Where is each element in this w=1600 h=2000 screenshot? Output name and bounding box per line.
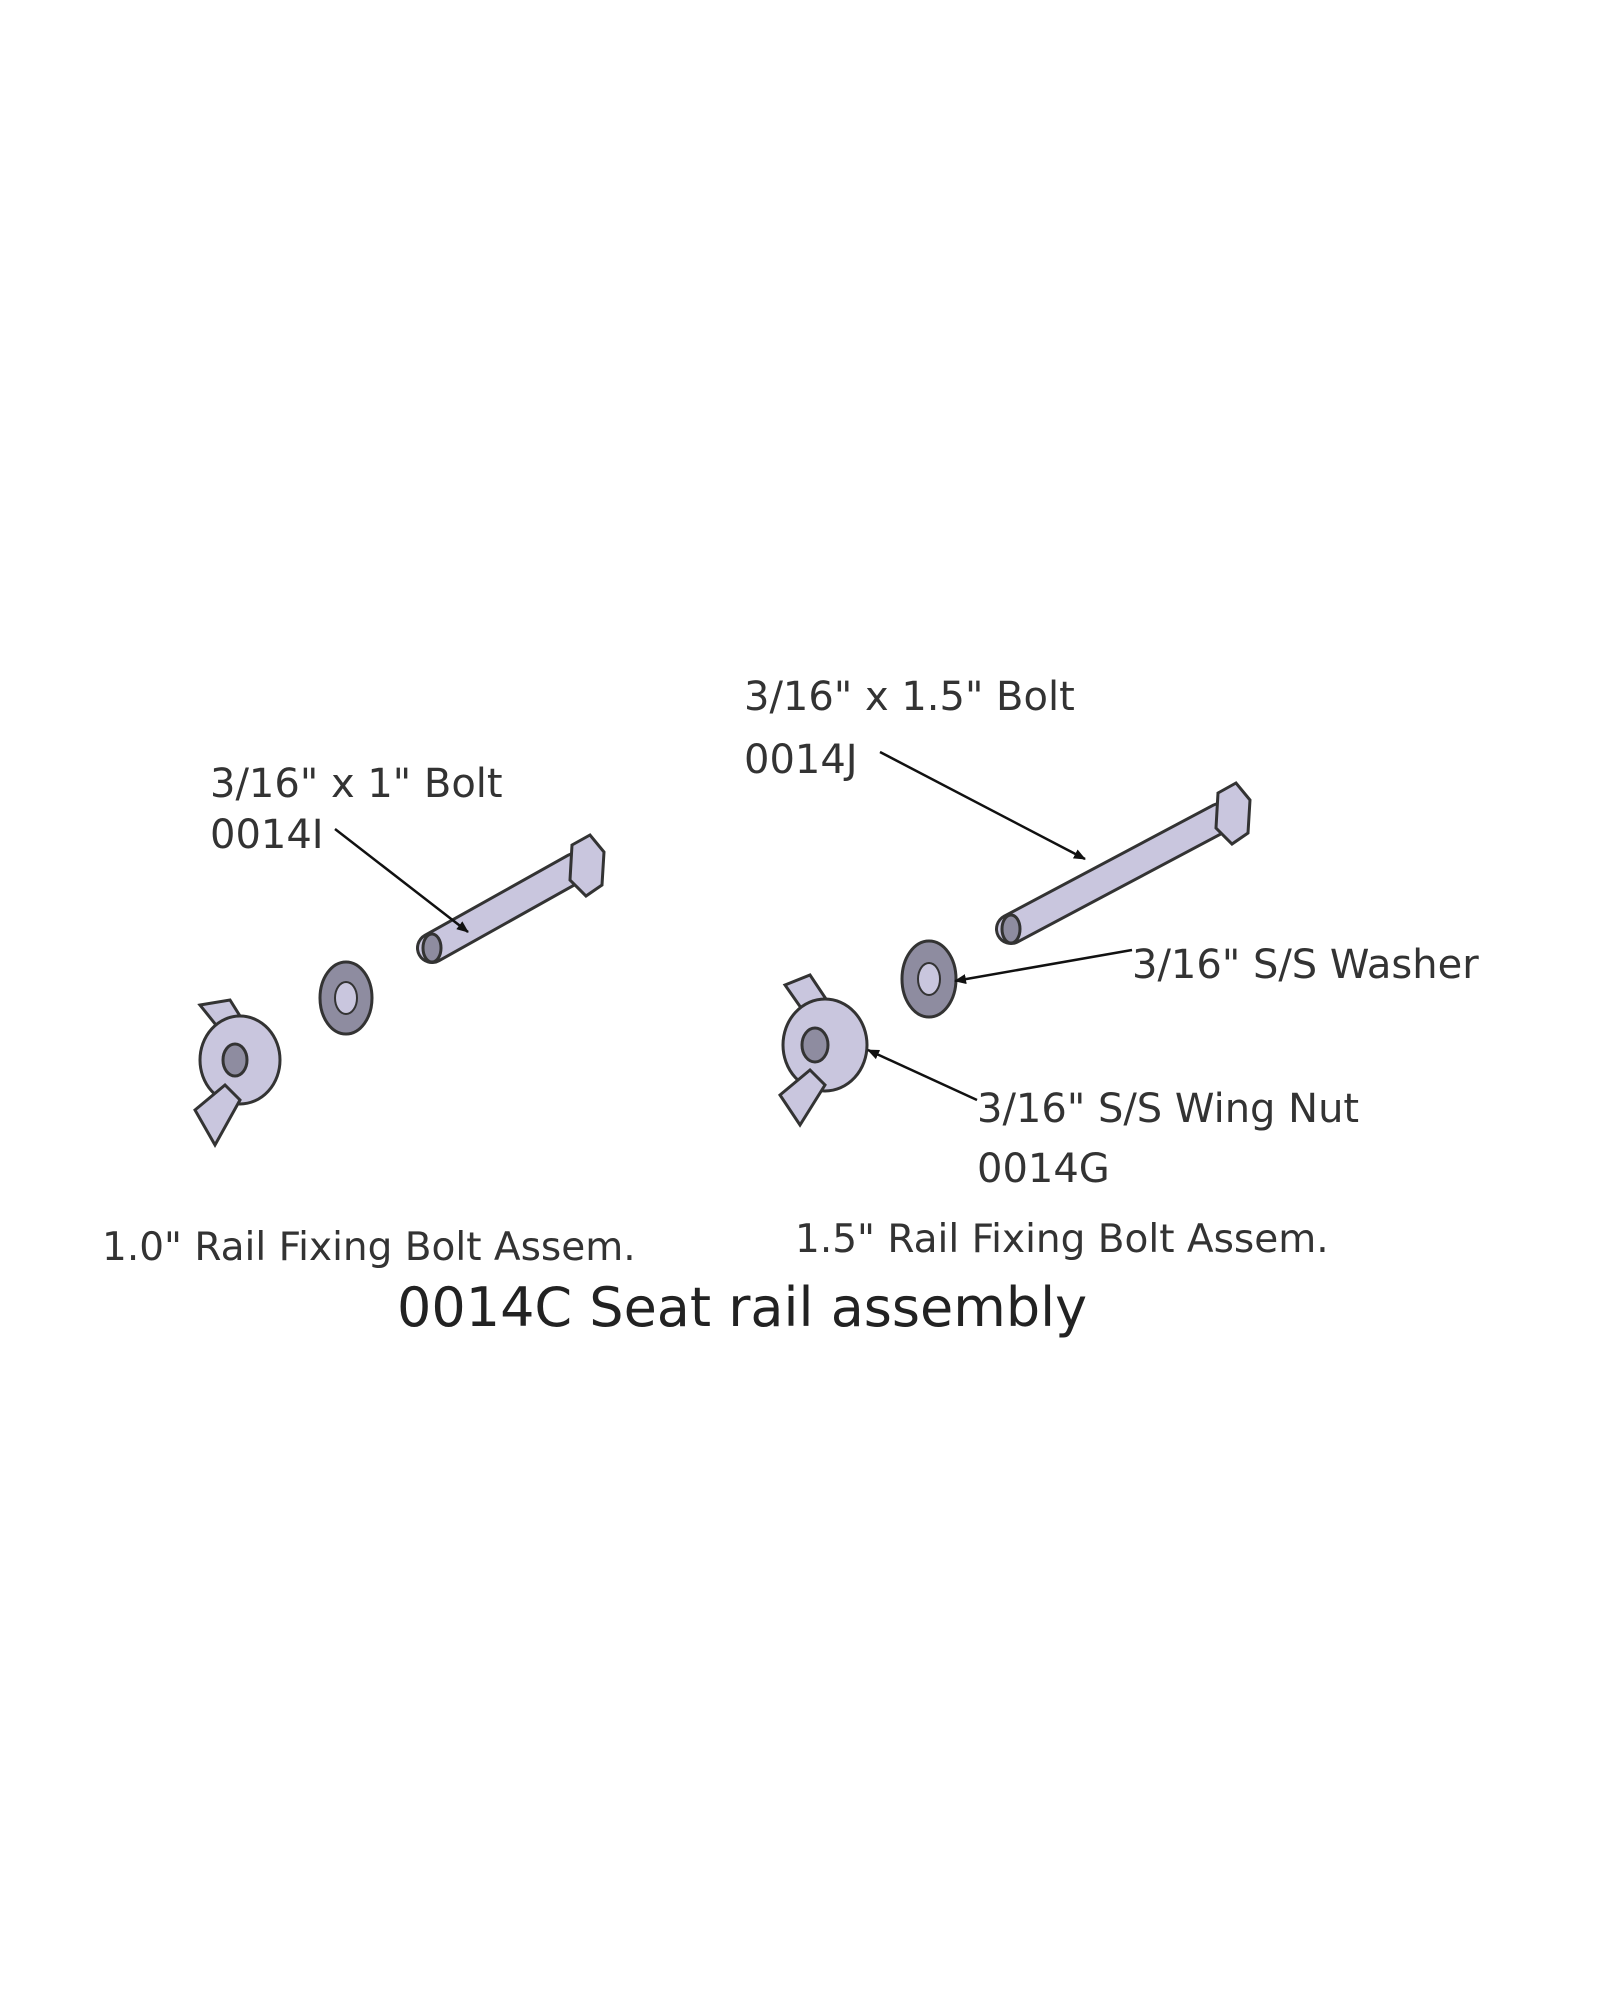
diagram-title: 0014C Seat rail assembly	[397, 1276, 1087, 1339]
bolt-1-5in	[995, 781, 1252, 945]
wing-nut-left	[193, 998, 282, 1149]
washer-label: 3/16" S/S Washer	[1132, 942, 1479, 988]
wing-nut-code: 0014G	[977, 1146, 1110, 1192]
bolt-1in	[416, 833, 606, 964]
leader-wing-nut	[867, 1048, 978, 1102]
leader-washer	[954, 948, 1133, 985]
bolt-1-5in-label: 3/16" x 1.5" Bolt	[744, 674, 1075, 720]
caption-right: 1.5" Rail Fixing Bolt Assem.	[795, 1217, 1329, 1262]
washer-left	[318, 960, 374, 1036]
wing-nut-right	[778, 973, 869, 1128]
bolt-1-5in-code: 0014J	[744, 737, 858, 783]
bolt-1in-code: 0014I	[210, 812, 324, 858]
washer-right	[900, 939, 958, 1019]
caption-left: 1.0" Rail Fixing Bolt Assem.	[102, 1225, 636, 1270]
wing-nut-label: 3/16" S/S Wing Nut	[977, 1086, 1359, 1132]
leader-bolt-1in	[334, 828, 469, 933]
bolt-1in-label: 3/16" x 1" Bolt	[210, 761, 503, 807]
leader-bolt-1-5in	[879, 750, 1086, 861]
